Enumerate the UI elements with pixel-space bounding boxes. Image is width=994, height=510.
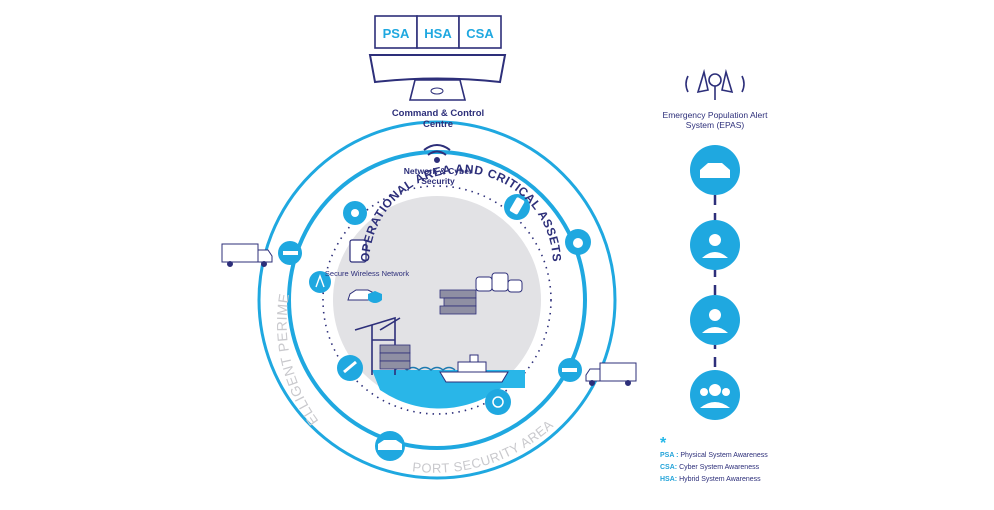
epas-rescue-workers	[690, 295, 740, 345]
port-security-ring	[257, 120, 617, 480]
phone-icon	[509, 197, 525, 215]
shield-icon	[368, 291, 382, 303]
epas-siren	[685, 68, 745, 100]
sensor-icon	[343, 360, 357, 374]
network-security-title: Network & Cyber Security	[403, 166, 473, 186]
camera-badge-2	[565, 229, 591, 255]
mouse-icon	[430, 87, 444, 95]
epas-police-car	[690, 145, 740, 195]
screen-csa	[458, 15, 502, 49]
epas-first-responders	[690, 220, 740, 270]
barrier-icon	[283, 251, 298, 255]
police-car-icon	[700, 163, 730, 178]
population-icon	[709, 384, 721, 396]
operational-dotted-ring	[322, 185, 552, 415]
container-stack	[379, 289, 477, 370]
legend-code: CSA:	[660, 464, 678, 471]
camera-badge-1	[343, 201, 367, 225]
legend-text: Physical System Awareness	[680, 452, 768, 459]
storage-tanks	[475, 272, 523, 293]
screen-csa-label: CSA	[466, 26, 494, 41]
legend-star: *	[660, 435, 667, 452]
wireless-tower-icon	[309, 271, 331, 293]
legend-row-csa: CSA: Cyber System Awareness	[660, 462, 768, 474]
legend: * PSA : Physical System Awareness CSA: C…	[660, 435, 768, 486]
dome-camera-icon	[573, 238, 583, 248]
patrol-car-icon	[378, 440, 402, 450]
legend-text: Cyber System Awareness	[679, 464, 760, 471]
ship-icon	[439, 371, 509, 383]
fingerprint-icon	[492, 396, 504, 408]
port-scene	[309, 239, 525, 409]
tablet-icon	[349, 239, 367, 263]
screen-psa-label: PSA	[383, 26, 410, 41]
command-centre-console	[368, 54, 507, 101]
epas-population	[690, 370, 740, 420]
legend-code: HSA:	[660, 476, 678, 483]
screen-hsa	[416, 15, 460, 49]
command-centre-title: Command & Control Centre	[391, 108, 485, 130]
wifi-icon	[423, 144, 451, 163]
badge-group	[278, 194, 591, 461]
barrier-badge-right	[558, 358, 582, 382]
truck-right	[585, 362, 637, 386]
sensor-badge	[337, 355, 363, 381]
patrol-badge	[375, 431, 405, 461]
legend-text: Hybrid System Awareness	[679, 476, 761, 483]
secure-wireless-title: Secure Wireless Network	[324, 269, 410, 278]
screen-psa	[374, 15, 418, 49]
truck-left	[221, 243, 273, 267]
legend-row-psa: PSA : Physical System Awareness	[660, 450, 768, 462]
barrier-icon-2	[562, 368, 577, 372]
first-responders-icon	[709, 234, 721, 246]
truck-icon	[221, 243, 259, 263]
rescue-workers-icon	[709, 309, 721, 321]
siren-icon	[708, 73, 722, 87]
intelligent-perimeter-label: INTELLIGENT PERIMETER	[0, 0, 321, 429]
epas-title: Emergency Population Alert System (EPAS)	[662, 110, 768, 130]
camera-icon	[351, 209, 359, 217]
screen-hsa-label: HSA	[424, 26, 452, 41]
barrier-badge-left	[278, 241, 302, 265]
truck-icon-2	[599, 362, 637, 382]
legend-code: PSA :	[660, 452, 679, 459]
access-badge-top	[504, 194, 530, 220]
fingerprint-badge	[485, 389, 511, 415]
legend-row-hsa: HSA: Hybrid System Awareness	[660, 474, 768, 486]
